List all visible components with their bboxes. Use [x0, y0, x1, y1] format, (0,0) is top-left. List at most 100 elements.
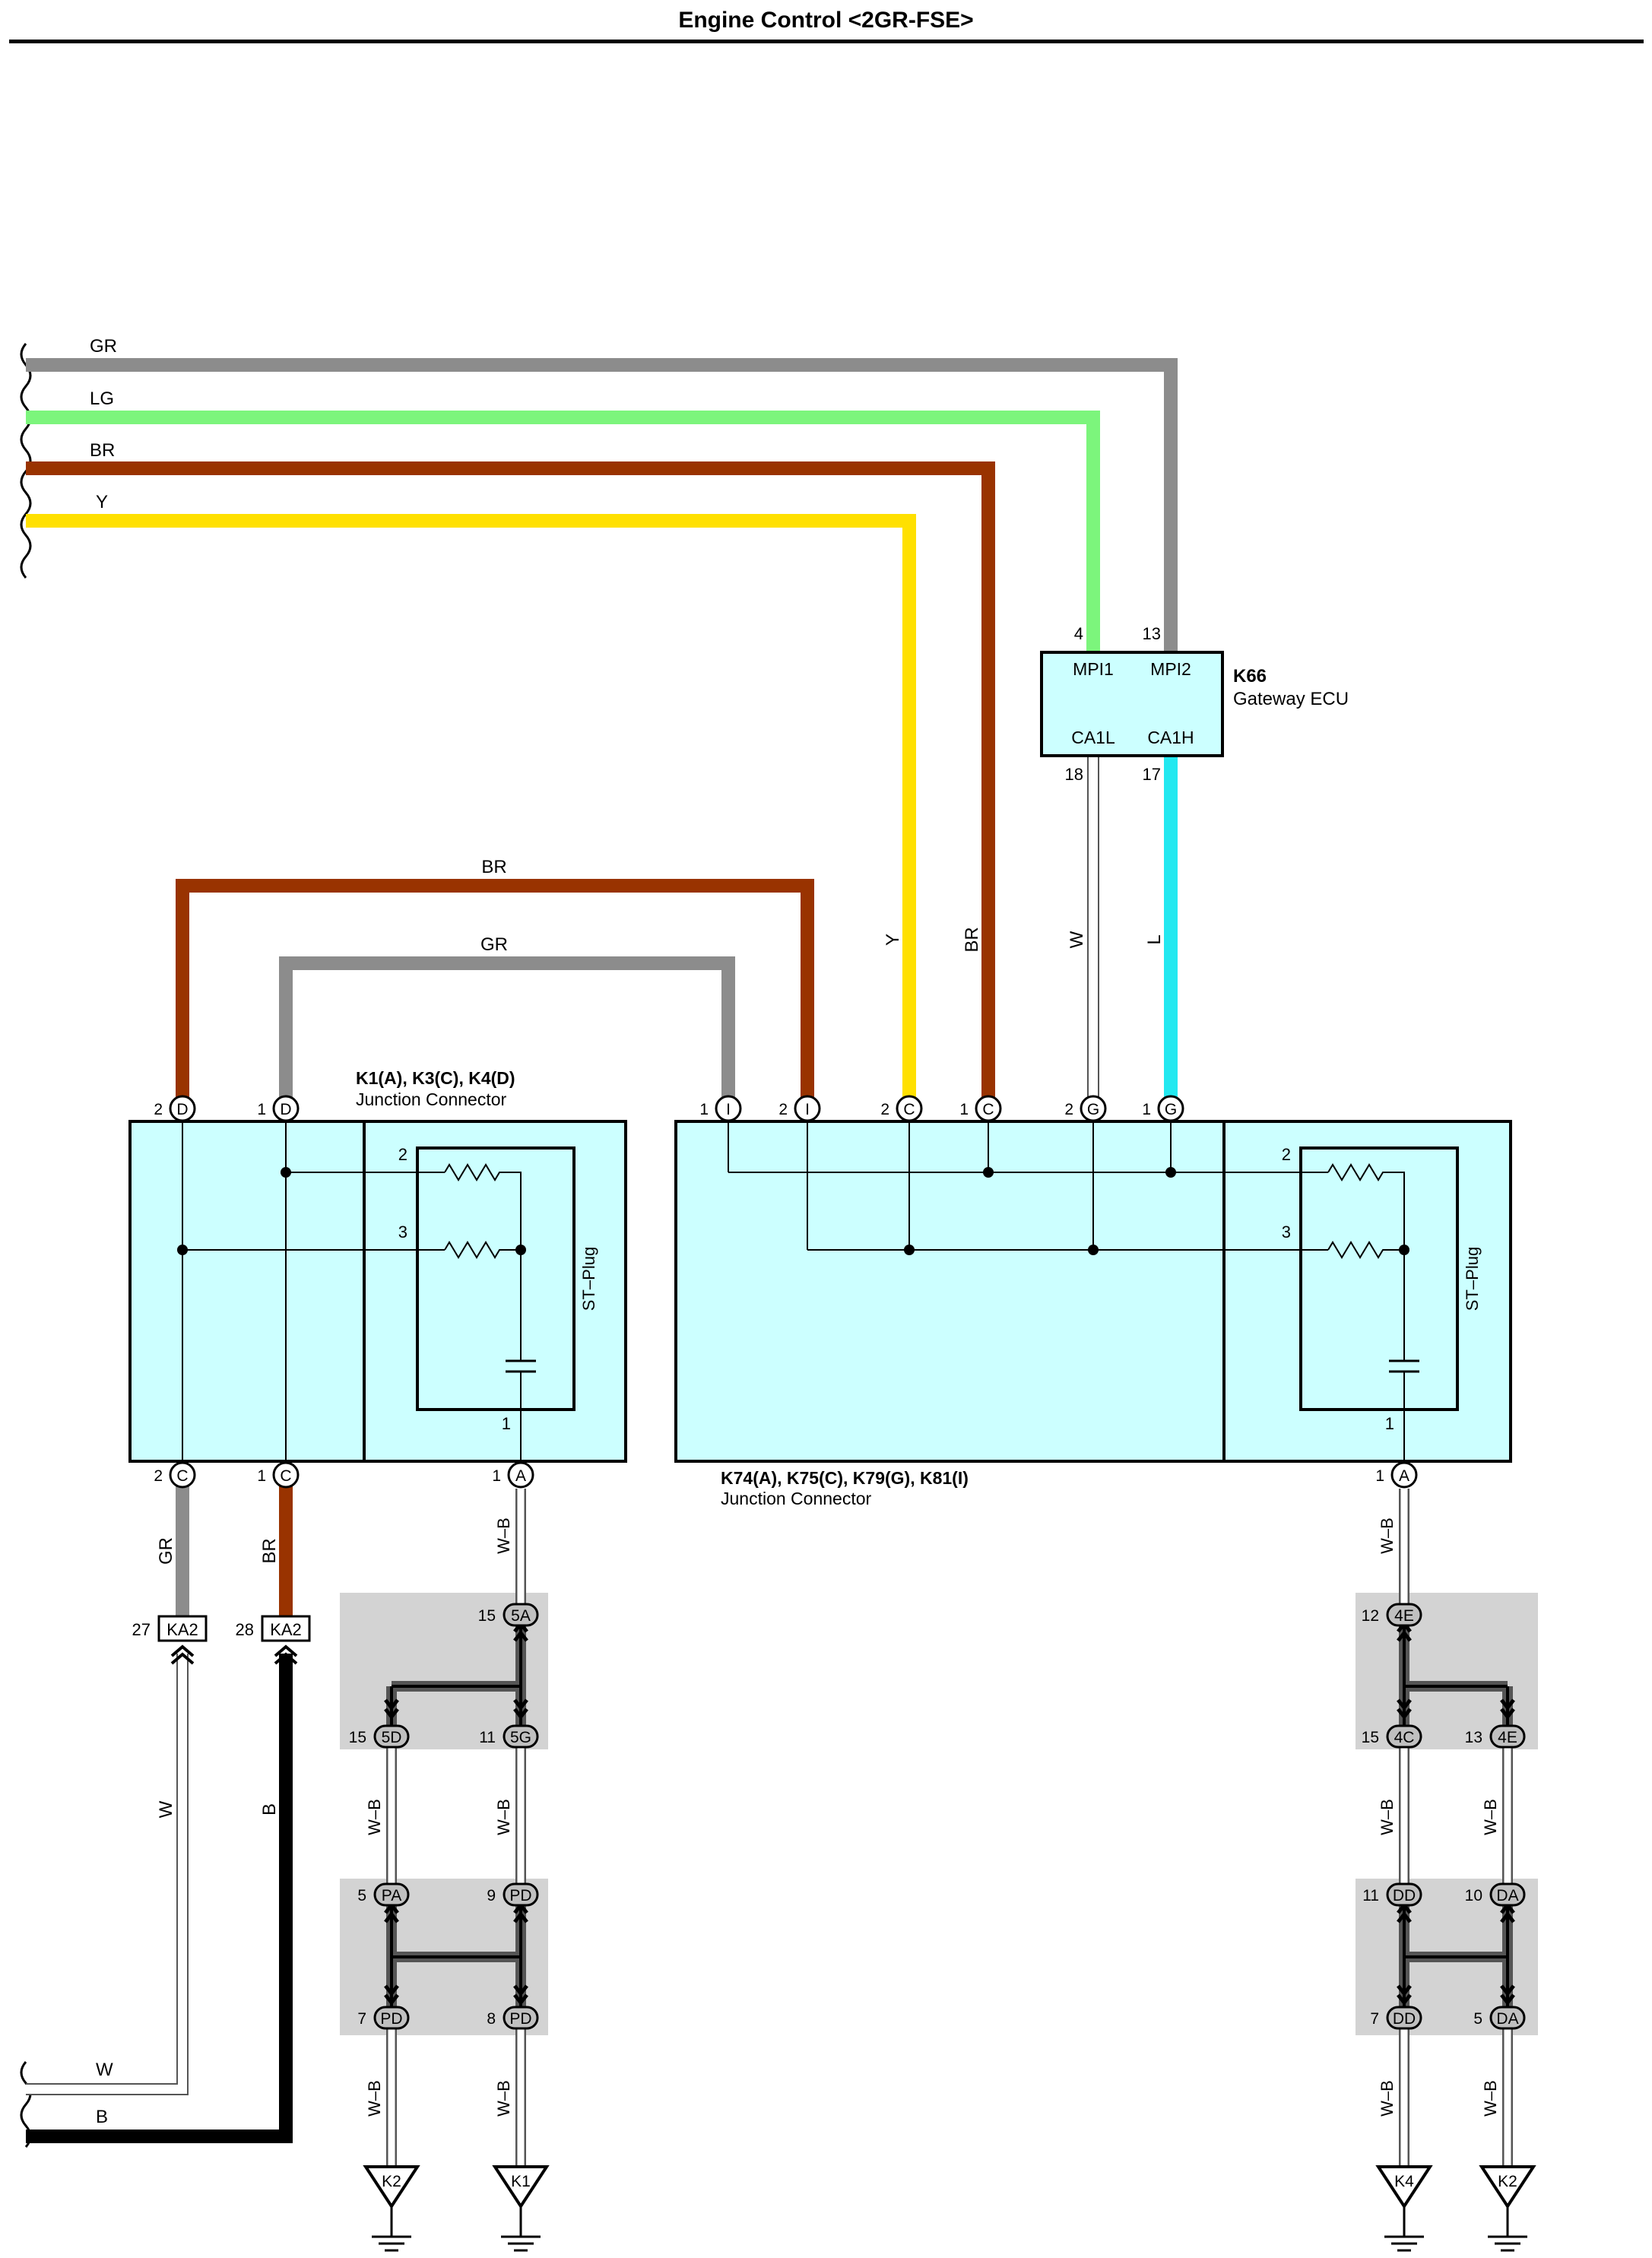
connector-dd-11: DD 11 — [1362, 1882, 1422, 1907]
k66-name: Gateway ECU — [1233, 689, 1349, 709]
junction-connector-1: 2 3 1 ST–Plug K1(A), K3(C), K4(D) Juncti… — [128, 1068, 627, 1475]
jc2-top-pin-letter: C — [903, 1101, 915, 1118]
wire-br-loop: BR — [176, 857, 814, 1108]
pin-num-ca1h: 17 — [1143, 765, 1161, 784]
jc2-bottom-pins: A 1 — [1375, 1461, 1418, 1489]
wire-lg-top: LG — [26, 388, 1100, 654]
connector-5g: 5G 11 — [479, 1724, 539, 1749]
svg-text:K1: K1 — [511, 2173, 531, 2190]
wire-label-wb: W–B — [494, 1517, 513, 1554]
svg-text:K2: K2 — [1498, 2173, 1517, 2190]
svg-text:4E: 4E — [1498, 1729, 1517, 1746]
svg-text:15: 15 — [478, 1607, 496, 1625]
ground-k2-left: K2 — [363, 2165, 420, 2252]
wire-label-br-top: BR — [90, 440, 115, 461]
svg-text:PD: PD — [509, 2010, 531, 2028]
wire-gr-top: GR — [26, 336, 1178, 654]
splice-chevrons — [384, 1620, 1515, 2006]
svg-text:DA: DA — [1496, 1887, 1518, 1904]
jc1-bottom-pin-letter: C — [280, 1467, 291, 1485]
jc2-label: K74(A), K75(C), K79(G), K81(I) — [721, 1468, 969, 1488]
ka2-code: KA2 — [166, 1620, 198, 1639]
svg-text:K4: K4 — [1394, 2173, 1414, 2190]
wire-b-bottom: B B — [26, 1654, 293, 2143]
jc1-bottom-pin-num: 1 — [257, 1467, 266, 1485]
jc2-sub: Junction Connector — [721, 1489, 872, 1508]
connector-5d: 5D 15 — [349, 1724, 410, 1749]
svg-text:11: 11 — [479, 1729, 496, 1746]
svg-text:DD: DD — [1393, 1887, 1416, 1904]
svg-text:15: 15 — [349, 1729, 366, 1746]
wire-label-gr-top: GR — [90, 336, 117, 357]
jc1-inner-cap: 1 — [502, 1414, 511, 1433]
wire-label-b-ka2: B — [259, 1803, 280, 1816]
ka2-num: 28 — [236, 1620, 254, 1639]
ka2-num: 27 — [132, 1620, 151, 1639]
svg-text:PA: PA — [382, 1887, 401, 1904]
jc2-stplug: ST–Plug — [1463, 1247, 1482, 1311]
jc1-bottom-pins: C 2 C 1 A 1 — [154, 1461, 534, 1489]
wire-label-wb: W–B — [1378, 2080, 1397, 2117]
k66-code: K66 — [1233, 666, 1267, 687]
wire-label-y-vert: Y — [883, 934, 903, 946]
svg-text:K2: K2 — [382, 2173, 401, 2190]
jc2-top-pin-num: 1 — [699, 1101, 709, 1118]
connector-dd-7: DD 7 — [1370, 2006, 1422, 2030]
pin-num-ca1l: 18 — [1065, 765, 1083, 784]
jc2-top-pin-num: 2 — [880, 1101, 889, 1118]
jc2-top-pin-num: 1 — [1142, 1101, 1151, 1118]
wire-br-to-ka2: BR — [259, 1475, 293, 1619]
wire-label-y-top: Y — [96, 492, 108, 512]
jc2-top-pin-num: 2 — [1064, 1101, 1073, 1118]
svg-text:7: 7 — [357, 2010, 366, 2028]
wire-label-wb: W–B — [1481, 2080, 1500, 2117]
wire-label-br-vert: BR — [962, 927, 982, 952]
wire-label-w-bottom: W — [96, 2060, 113, 2080]
svg-text:PD: PD — [509, 1887, 531, 1904]
title-underline — [9, 40, 1644, 43]
wire-y-top: Y — [26, 492, 916, 1108]
svg-text:15: 15 — [1362, 1729, 1379, 1746]
svg-text:DD: DD — [1393, 2010, 1416, 2028]
jc1-top-pin-num: 1 — [257, 1101, 266, 1118]
junction-connector-2: 2 3 1 ST–Plug K74(A), K75(C), K79(G), K8… — [674, 1120, 1512, 1508]
svg-text:10: 10 — [1465, 1887, 1482, 1904]
ground-k4: K4 — [1375, 2165, 1433, 2252]
connector-4c: 4C 15 — [1362, 1724, 1422, 1749]
pin-mpi2: MPI2 — [1150, 659, 1191, 679]
jc1-sub: Junction Connector — [356, 1089, 507, 1109]
wire-gr-to-ka2: GR — [156, 1475, 189, 1619]
jc2-top-pin-num: 1 — [959, 1101, 969, 1118]
svg-text:12: 12 — [1362, 1607, 1379, 1625]
svg-text:5: 5 — [357, 1887, 366, 1904]
wire-label-b-bottom: B — [96, 2107, 108, 2127]
ka2-connector-27: KA2 27 — [132, 1615, 208, 1665]
jc2-top-pin-letter: G — [1087, 1101, 1099, 1118]
connector-4e-12: 4E 12 — [1362, 1603, 1422, 1627]
break-marks — [20, 343, 32, 2148]
wire-label-w-ka2: W — [156, 1800, 176, 1818]
jc2-bottom-pin-num: 1 — [1375, 1467, 1384, 1485]
svg-text:DA: DA — [1496, 2010, 1518, 2028]
wire-label-wb: W–B — [1378, 1517, 1397, 1554]
pin-num-mpi2: 13 — [1143, 624, 1161, 643]
ka2-connector-28: KA2 28 — [236, 1615, 311, 1665]
jc2-inner-r2: 3 — [1282, 1223, 1291, 1242]
jc2-top-pin-letter: C — [982, 1101, 994, 1118]
svg-text:13: 13 — [1465, 1729, 1482, 1746]
jc2-top-pin-letter: G — [1165, 1101, 1177, 1118]
ground-k1: K1 — [492, 2165, 550, 2252]
wire-label-wb: W–B — [365, 2080, 384, 2117]
jc1-bottom-pin-num: 2 — [154, 1467, 163, 1485]
svg-text:5A: 5A — [511, 1607, 531, 1625]
ground-k2-right: K2 — [1479, 2165, 1536, 2252]
pin-num-mpi1: 4 — [1074, 624, 1083, 643]
svg-text:5G: 5G — [510, 1729, 531, 1746]
wire-label-lg-top: LG — [90, 388, 114, 409]
ka2-code: KA2 — [270, 1620, 302, 1639]
wire-label-gr-loop: GR — [480, 934, 508, 955]
connector-pd-7: PD 7 — [357, 2006, 410, 2030]
jc1-bottom-pin-num: 1 — [492, 1467, 501, 1485]
jc1-top-pin-letter: D — [176, 1101, 188, 1118]
